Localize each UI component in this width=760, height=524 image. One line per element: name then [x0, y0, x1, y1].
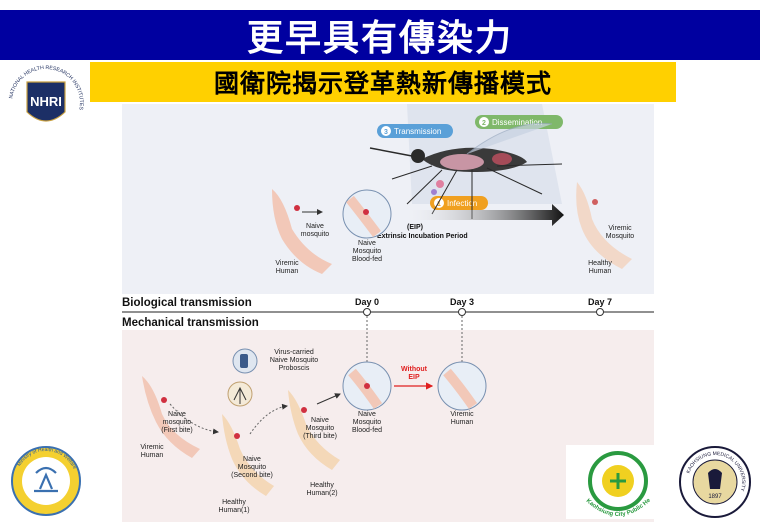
mech-third-bite-3: (Third bite)	[303, 433, 337, 440]
mech-healthy2-1: Healthy	[310, 482, 334, 489]
day3-label: Day 3	[450, 297, 474, 307]
transmission-diagram: 3 Transmission 2 Dissemination 1 Infecti…	[122, 104, 654, 522]
mech-viremic-human-right-2: Human	[451, 419, 474, 426]
bio-viremic-mosquito-2: Mosquito	[606, 233, 635, 240]
mech-second-bite-3: (Second bite)	[231, 472, 273, 479]
mech-healthy2-arm-icon	[288, 390, 340, 470]
svg-text:Infection: Infection	[447, 199, 477, 208]
mech-dash-arrow-1	[169, 403, 219, 435]
mech-second-bite-2: Mosquito	[238, 464, 267, 471]
svg-text:1: 1	[437, 201, 441, 208]
without-eip-1: Without	[401, 366, 428, 373]
bio-blood-fed-1: Naive	[358, 240, 376, 247]
svg-text:3: 3	[384, 129, 388, 136]
large-mosquito-icon	[369, 122, 563, 219]
mech-viremic-human-2: Human	[141, 452, 164, 459]
mohw-logo: Ministry of Health and Welfare	[11, 446, 81, 516]
mech-first-bite-2: mosquito	[163, 419, 192, 426]
mech-blood-fed-2: Mosquito	[353, 419, 382, 426]
nhri-letters: NHRI	[30, 94, 62, 109]
small-mosquito-icon	[233, 386, 247, 404]
bio-viremic-human-2: Human	[276, 268, 299, 275]
mech-viremic-human-right-1: Viremic	[450, 411, 474, 418]
mech-third-bite-1: Naive	[311, 417, 329, 424]
mech-third-bite-2: Mosquito	[306, 425, 335, 432]
day7-marker	[596, 308, 604, 316]
kmu-logo: KAOHSIUNG MEDICAL UNIVERSITY 1897	[679, 446, 751, 518]
mech-viremic-human-1: Viremic	[140, 444, 164, 451]
kcg-health-logo: Kaohsiung City Public Health Bureau	[566, 445, 670, 519]
bio-healthy-human-1: Healthy	[588, 260, 612, 267]
svg-text:2: 2	[482, 120, 486, 127]
mechanical-transmission-label: Mechanical transmission	[122, 317, 259, 329]
page-title: 更早具有傳染力	[246, 18, 513, 59]
bio-viremic-mosquito-1: Viremic	[608, 225, 632, 232]
kmu-emblem-icon	[708, 469, 722, 489]
eip-short: (EIP)	[407, 224, 423, 231]
kcg-cross-icon	[610, 473, 626, 489]
day3-marker	[458, 308, 466, 316]
biological-transmission-label: Biological transmission	[122, 297, 252, 309]
infection-badge: 1 Infection	[430, 196, 488, 210]
kmu-year: 1897	[708, 494, 722, 500]
page-subtitle: 國衛院揭示登革熱新傳播模式	[213, 69, 552, 98]
bio-blood-fed-3: Blood-fed	[352, 256, 382, 263]
bio-blood-fed-2: Mosquito	[353, 248, 382, 255]
mech-healthy1-2: Human(1)	[218, 507, 249, 514]
day0-label: Day 0	[355, 297, 379, 307]
mech-blood-fed-1: Naive	[358, 411, 376, 418]
bio-healthy-human-2: Human	[589, 268, 612, 275]
mech-blood-fed-3: Blood-fed	[352, 427, 382, 434]
day0-marker	[363, 308, 371, 316]
mechanical-panel	[122, 330, 654, 522]
mech-dash-arrow-2	[249, 403, 288, 435]
viremic-arm-icon	[272, 189, 332, 274]
mech-second-bite-1: Naive	[243, 456, 261, 463]
mech-first-bite-3: (First bite)	[161, 427, 193, 434]
nhri-logo: NATIONAL HEALTH RESEARCH INSTITUTES NHRI	[8, 65, 84, 122]
bio-naive-mosquito-1: Naive	[306, 223, 324, 230]
subtitle-banner: 國衛院揭示登革熱新傳播模式	[90, 62, 676, 102]
bio-viremic-human-1: Viremic	[275, 260, 299, 267]
mohw-emblem-icon	[34, 466, 58, 493]
mech-viremic-arm-icon	[142, 376, 200, 458]
healthy-arm-icon	[576, 182, 632, 269]
proboscis-icon	[240, 354, 248, 368]
mech-healthy1-arm-icon	[222, 414, 274, 496]
nhri-shield-icon	[26, 81, 66, 122]
eip-arrow	[397, 204, 564, 226]
mech-virus-carried-3: Proboscis	[279, 365, 310, 372]
mech-virus-carried-2: Naive Mosquito	[270, 357, 318, 364]
bio-naive-mosquito-2: mosquito	[301, 231, 330, 238]
svg-text:Dissemination: Dissemination	[492, 118, 542, 127]
day7-label: Day 7	[588, 297, 612, 307]
mech-healthy2-2: Human(2)	[306, 490, 337, 497]
mech-virus-carried-1: Virus-carried	[274, 349, 314, 356]
title-banner: 更早具有傳染力	[0, 10, 760, 60]
transmission-badge: 3 Transmission	[377, 124, 453, 138]
bite-mark-icon	[294, 205, 300, 211]
mech-healthy1-1: Healthy	[222, 499, 246, 506]
mech-arrow-3	[316, 393, 341, 405]
svg-text:Transmission: Transmission	[394, 127, 441, 136]
mech-first-bite-1: Naive	[168, 411, 186, 418]
without-eip-2: EIP	[408, 374, 420, 381]
eip-long: Extrinsic Incubation Period	[377, 233, 468, 240]
